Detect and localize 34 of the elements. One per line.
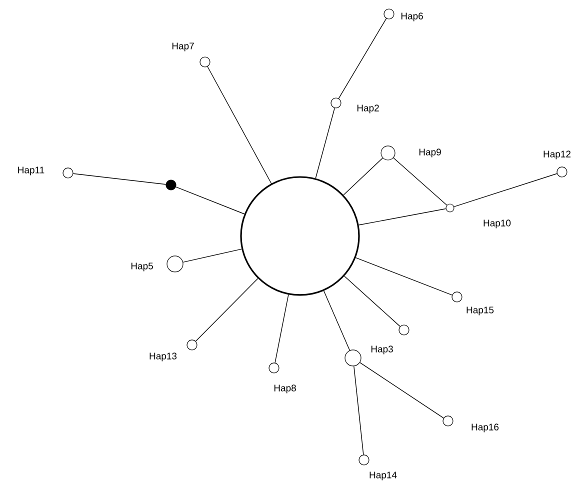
- haplotype-label: Hap2: [357, 104, 379, 114]
- haplotype-label: Hap11: [18, 166, 44, 176]
- connecting-line: [454, 173, 558, 208]
- connecting-line: [354, 366, 364, 456]
- connecting-line: [338, 18, 387, 99]
- haplotype-circle: [398, 324, 410, 336]
- connecting-line: [72, 173, 166, 185]
- connecting-line: [343, 158, 384, 196]
- connecting-line: [323, 290, 350, 351]
- connecting-line: [207, 66, 272, 184]
- haplotype-label: Hap8: [274, 384, 296, 394]
- haplotype-circle: [240, 176, 360, 296]
- connecting-line: [393, 157, 448, 206]
- haplotype-label: Hap3: [371, 346, 393, 354]
- haplotype-label: Hap10: [484, 220, 511, 228]
- haplotype-label: Hap9: [419, 148, 441, 158]
- haplotype-label: Hap16: [472, 424, 499, 432]
- connecting-line: [355, 257, 452, 296]
- haplotype-label: Hap6: [401, 12, 423, 22]
- haplotype-label: Hap12: [544, 150, 571, 160]
- connecting-line: [182, 248, 242, 263]
- connecting-line: [358, 208, 446, 226]
- connecting-line: [344, 276, 400, 327]
- connecting-line: [274, 294, 289, 364]
- connecting-line: [195, 278, 258, 342]
- haplotype-label: Hap15: [466, 306, 494, 316]
- connecting-line: [176, 186, 245, 214]
- connecting-line: [360, 362, 444, 418]
- connecting-line: [315, 108, 335, 179]
- haplotype-label: Hap7: [172, 42, 194, 52]
- haplotype-label: Hap13: [150, 352, 177, 362]
- haplotype-label: Hap14: [370, 472, 397, 480]
- haplotype-label: Hap5: [131, 262, 153, 272]
- median-vector-dot: [166, 180, 176, 190]
